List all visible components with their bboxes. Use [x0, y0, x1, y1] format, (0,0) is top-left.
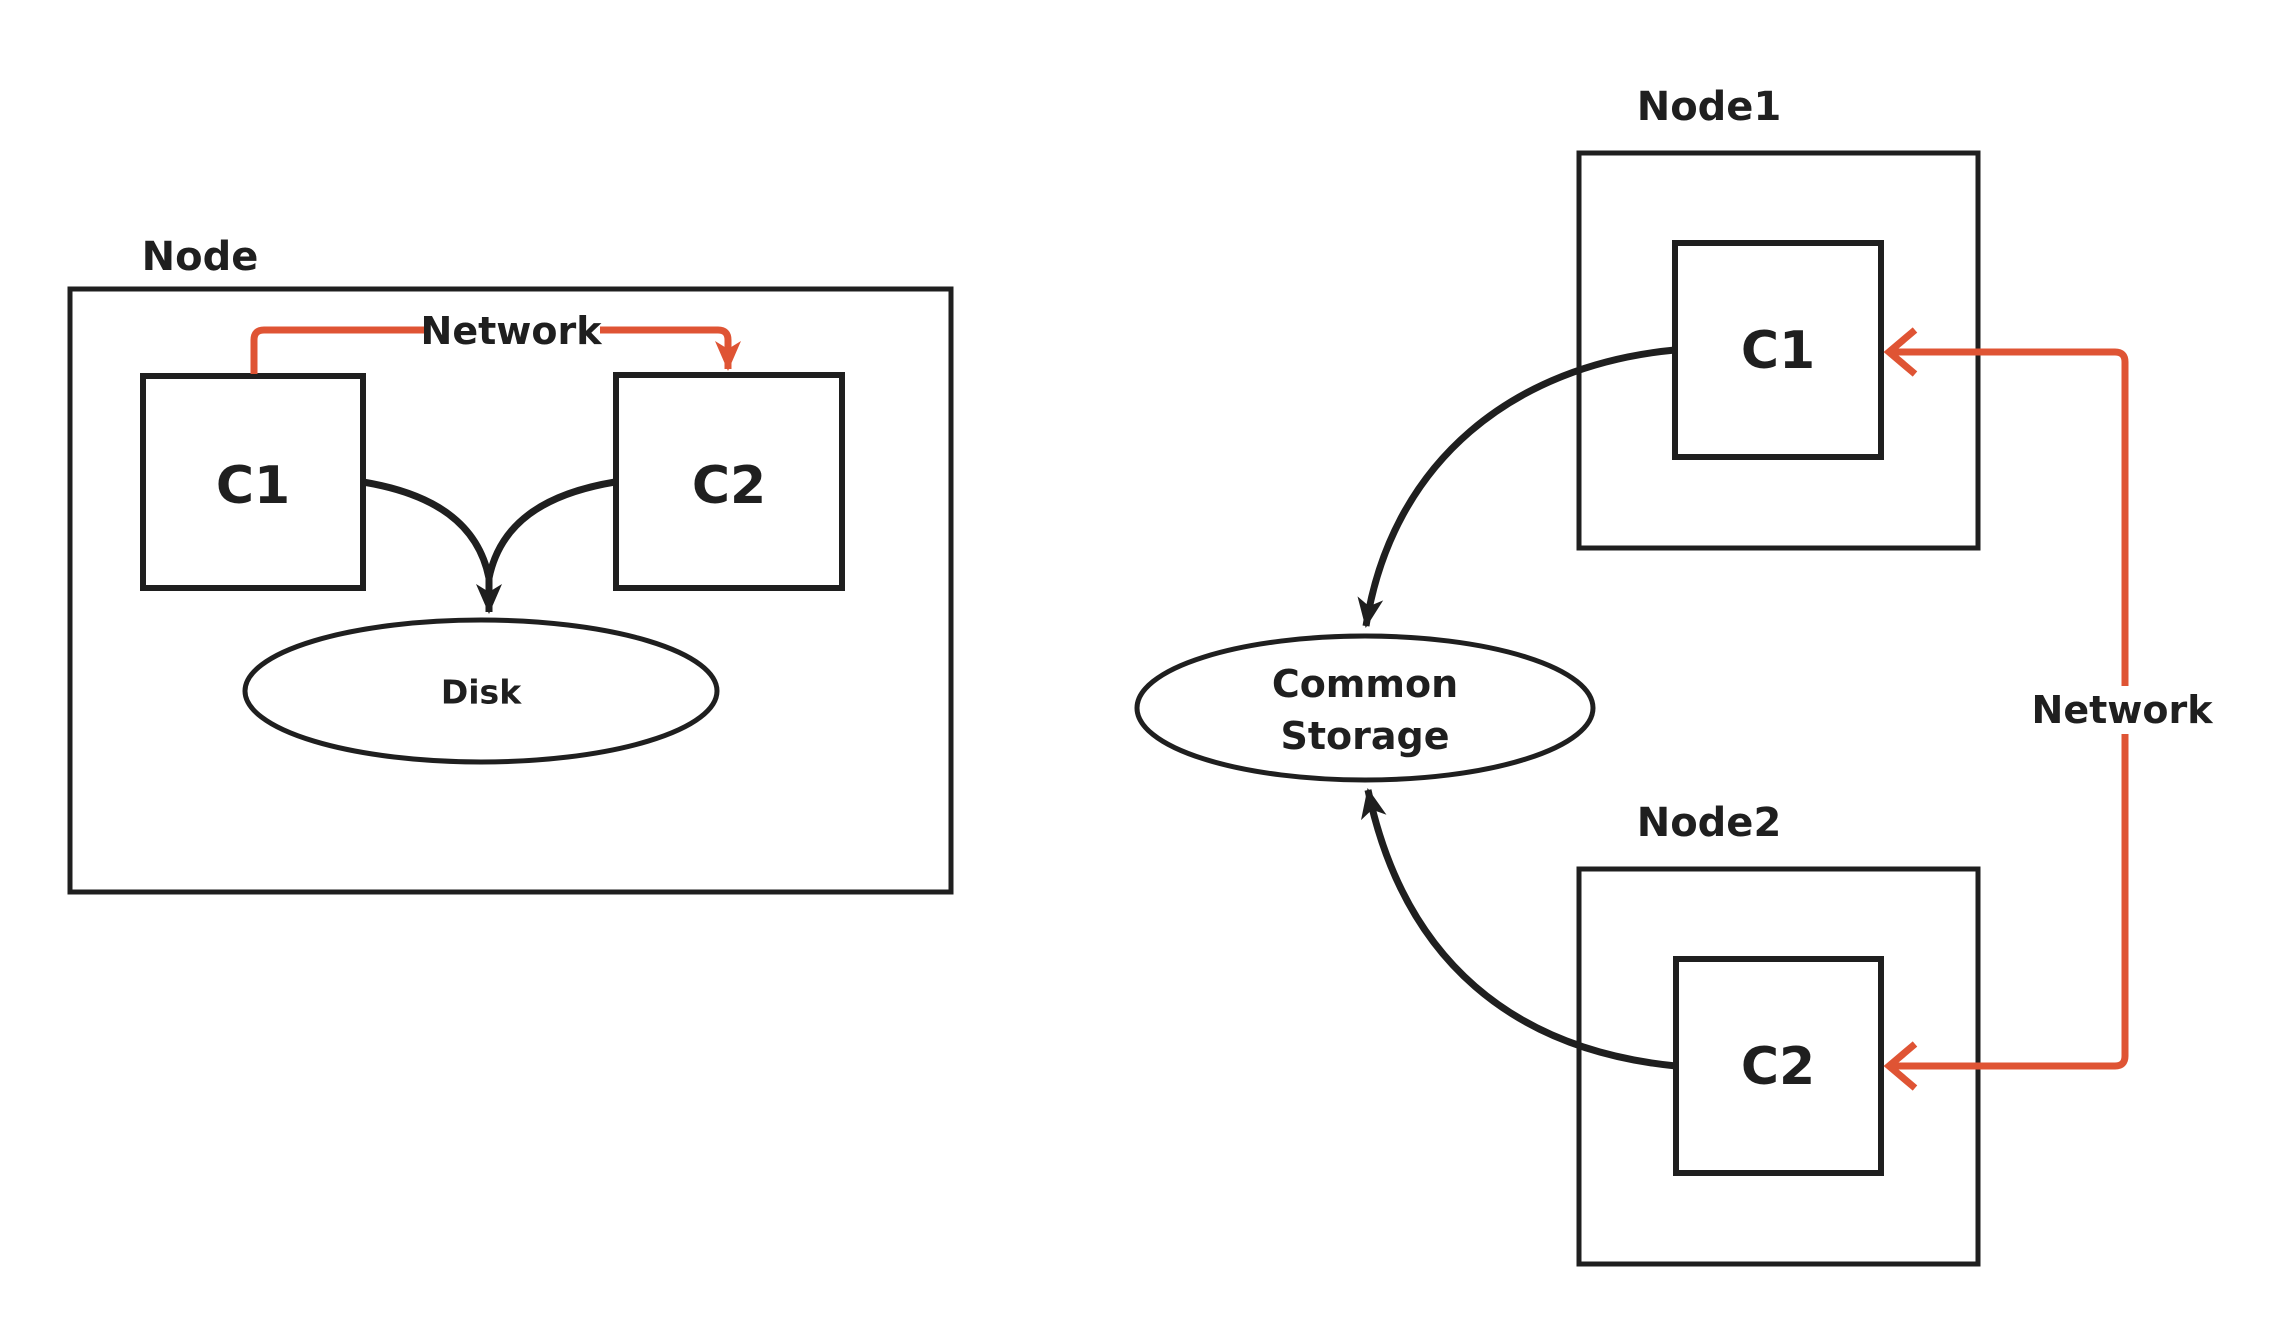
common-storage-label-line1: Common: [1272, 662, 1458, 706]
right-c2-box: [1673, 956, 1884, 1176]
right-network-label-mask: [2028, 686, 2216, 734]
left-network-label-mask: [424, 306, 600, 353]
left-c2-label: C2: [692, 456, 766, 516]
left-c1-disk-curve: [362, 478, 502, 614]
right-c1-box: [1672, 240, 1884, 460]
left-node-label: Node: [142, 234, 259, 280]
network-arrowhead-c2: [1883, 1041, 1918, 1091]
c2-storage-curve: [1361, 788, 1677, 1070]
network-arrowhead-c1: [1883, 327, 1918, 377]
left-c2-box: [613, 372, 845, 591]
node1-label: Node1: [1637, 84, 1782, 130]
common-storage-ellipse: [1134, 633, 1596, 783]
left-network-label: Network: [421, 309, 603, 353]
right-c1-label: C1: [1741, 321, 1815, 381]
disk-ellipse: [242, 617, 720, 765]
left-c1-box: [140, 373, 366, 591]
right-network-label: Network: [2032, 688, 2214, 732]
left-c2-disk-curve: [485, 478, 616, 579]
disk-label: Disk: [441, 673, 522, 712]
left-c1-label: C1: [216, 456, 290, 516]
node2-label: Node2: [1637, 800, 1782, 846]
common-storage-label-line2: Storage: [1281, 714, 1450, 758]
right-c2-label: C2: [1741, 1037, 1815, 1097]
c1-storage-curve: [1357, 346, 1676, 628]
